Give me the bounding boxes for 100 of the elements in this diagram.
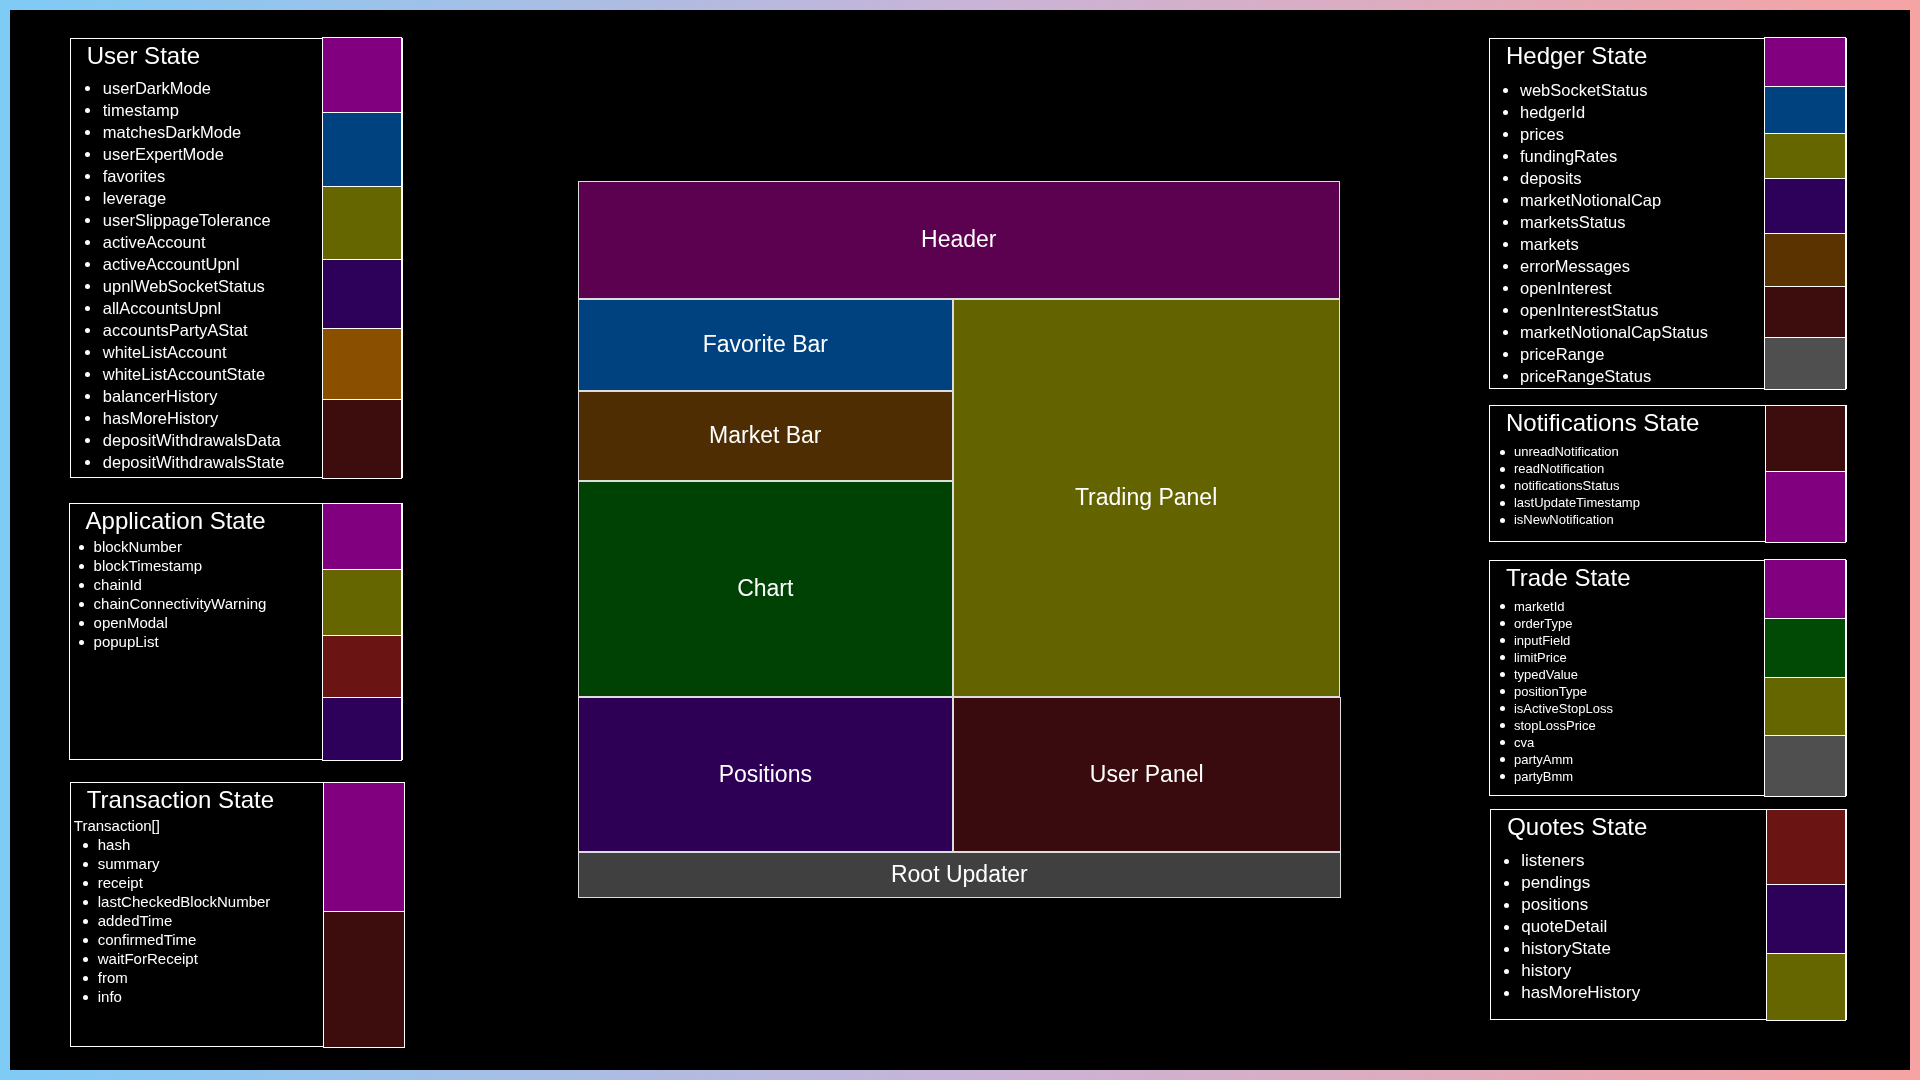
field-name: fundingRates xyxy=(1519,145,1618,167)
color-swatch xyxy=(1763,735,1846,797)
component-label: Positions xyxy=(718,761,812,788)
color-swatch xyxy=(321,635,403,699)
field-name: webSocketStatus xyxy=(1519,79,1648,101)
state-panel xyxy=(1490,809,1847,1020)
field-name: addedTime xyxy=(97,911,173,931)
color-swatch xyxy=(321,37,403,114)
color-swatch xyxy=(322,781,405,912)
color-swatch xyxy=(321,112,403,188)
color-swatch xyxy=(1763,559,1846,620)
color-swatch xyxy=(321,327,403,401)
field-name: orderType xyxy=(1513,614,1573,632)
header-region xyxy=(577,181,1340,299)
state-panel xyxy=(1488,37,1847,390)
field-name: whiteListAccountState xyxy=(102,363,266,385)
field-name: readNotification xyxy=(1513,460,1605,478)
color-swatch xyxy=(1766,808,1846,886)
field-name: lastCheckedBlockNumber xyxy=(97,892,271,912)
field-name: balancerHistory xyxy=(102,385,218,407)
field-name: receipt xyxy=(97,873,143,893)
field-name: hasMoreHistory xyxy=(102,407,219,429)
field-name: waitForReceipt xyxy=(97,949,198,969)
state-panel xyxy=(1488,559,1847,796)
field-name: deposits xyxy=(1519,167,1582,189)
component-label: Header xyxy=(921,226,997,254)
field-name: whiteListAccount xyxy=(102,341,227,363)
panel-heading: Application State xyxy=(85,507,266,536)
field-name: stopLossPrice xyxy=(1513,716,1596,734)
field-name: accountsPartyAStat xyxy=(102,319,248,341)
state-panel xyxy=(1488,405,1847,543)
field-name: inputField xyxy=(1513,631,1571,649)
component-label: Favorite Bar xyxy=(702,331,828,359)
type-label: Transaction[] xyxy=(73,816,160,836)
field-name: from xyxy=(97,968,128,988)
field-name: history xyxy=(1521,960,1572,983)
field-name: activeAccount xyxy=(102,231,206,253)
field-name: depositWithdrawalsData xyxy=(102,429,281,451)
color-swatch xyxy=(1763,286,1846,339)
component-label: Market Bar xyxy=(709,422,822,450)
state-panel xyxy=(69,782,406,1047)
field-name: marketsStatus xyxy=(1519,211,1626,233)
field-name: listeners xyxy=(1521,850,1585,873)
field-name: lastUpdateTimestamp xyxy=(1513,494,1640,512)
field-name: positionType xyxy=(1513,682,1587,700)
panel-heading: Transaction State xyxy=(86,786,274,815)
color-swatch xyxy=(321,185,403,261)
field-name: priceRangeStatus xyxy=(1519,365,1652,387)
field-name: blockNumber xyxy=(93,537,182,557)
field-name: hash xyxy=(97,835,131,855)
field-name: historyState xyxy=(1521,938,1611,961)
field-name: upnlWebSocketStatus xyxy=(102,275,265,297)
field-name: summary xyxy=(97,854,160,874)
field-name: matchesDarkMode xyxy=(102,121,242,143)
field-name: userExpertMode xyxy=(102,143,224,165)
market-bar-region xyxy=(577,390,953,482)
trading-panel-region xyxy=(952,298,1340,697)
field-name: openModal xyxy=(93,613,168,633)
field-name: marketNotionalCap xyxy=(1519,189,1662,211)
field-name: confirmedTime xyxy=(97,930,197,950)
field-name: chainId xyxy=(93,575,142,595)
chart-region xyxy=(577,481,953,697)
color-swatch xyxy=(1763,233,1846,288)
field-name: prices xyxy=(1519,123,1564,145)
field-name: errorMessages xyxy=(1519,255,1630,277)
state-panel xyxy=(69,37,403,478)
panel-heading: Notifications State xyxy=(1505,409,1700,438)
panel-heading: Hedger State xyxy=(1505,41,1648,70)
field-name: hedgerId xyxy=(1519,101,1586,123)
color-swatch xyxy=(1763,617,1846,679)
field-name: timestamp xyxy=(102,99,179,121)
field-name: limitPrice xyxy=(1513,648,1567,666)
color-swatch xyxy=(1763,337,1846,391)
component-label: User Panel xyxy=(1089,761,1204,788)
color-swatch xyxy=(321,398,403,479)
color-swatch xyxy=(1766,883,1846,955)
color-swatch xyxy=(1763,86,1846,135)
field-name: leverage xyxy=(102,187,167,209)
field-name: quoteDetail xyxy=(1521,916,1608,939)
color-swatch xyxy=(1763,676,1846,737)
color-swatch xyxy=(1765,404,1846,473)
field-name: blockTimestamp xyxy=(93,556,203,576)
favorite-bar-region xyxy=(577,298,953,391)
color-swatch xyxy=(1763,178,1846,235)
field-name: userSlippageTolerance xyxy=(102,209,271,231)
user-panel-region xyxy=(952,696,1341,853)
field-name: notificationsStatus xyxy=(1513,477,1620,495)
field-name: cva xyxy=(1513,733,1535,751)
color-swatch xyxy=(321,259,403,330)
field-name: activeAccountUpnl xyxy=(102,253,240,275)
field-name: partyBmm xyxy=(1513,767,1574,785)
field-name: openInterest xyxy=(1519,277,1612,299)
color-swatch xyxy=(1763,132,1846,180)
color-swatch xyxy=(321,568,403,637)
color-swatch xyxy=(321,697,403,762)
panel-heading: User State xyxy=(86,41,201,70)
field-name: hasMoreHistory xyxy=(1521,982,1641,1005)
color-swatch xyxy=(1765,470,1846,544)
field-name: popupList xyxy=(93,632,159,652)
field-name: info xyxy=(97,987,122,1007)
